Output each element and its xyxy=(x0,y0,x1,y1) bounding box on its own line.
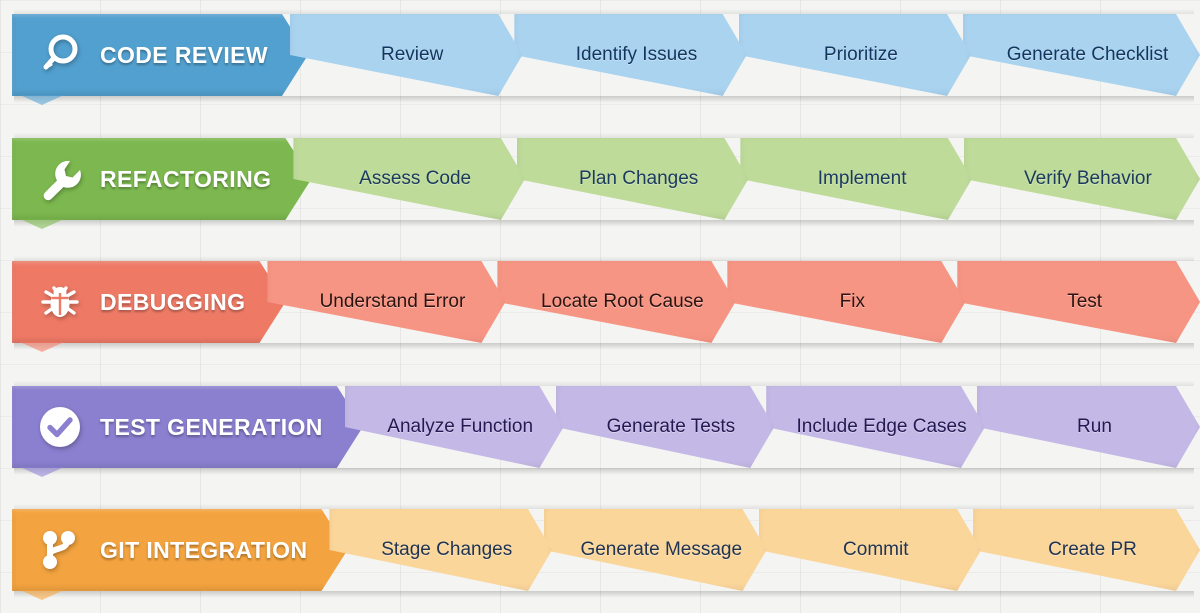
banner-fold xyxy=(20,467,64,477)
step-chevron[interactable]: Test xyxy=(957,261,1200,343)
row-header-git-integration[interactable]: GIT INTEGRATION xyxy=(12,509,347,600)
step-label: Prioritize xyxy=(823,44,898,65)
step-label: Generate Message xyxy=(580,539,743,560)
row-header-test-generation[interactable]: TEST GENERATION xyxy=(12,386,363,477)
step-chevron[interactable]: Assess Code xyxy=(293,138,525,220)
step-label: Understand Error xyxy=(319,291,466,312)
banner-fold xyxy=(20,342,64,352)
wrench-icon xyxy=(34,153,86,205)
header-banner[interactable]: REFACTORING xyxy=(12,138,311,220)
step-chevron[interactable]: Identify Issues xyxy=(514,14,746,96)
header-title: GIT INTEGRATION xyxy=(100,536,308,563)
step-label: Verify Behavior xyxy=(1024,168,1152,189)
steps-container: Analyze Function Generate Tests Include Ed… xyxy=(345,386,1200,468)
header-banner[interactable]: DEBUGGING xyxy=(12,261,285,343)
step-label: Plan Changes xyxy=(578,168,699,189)
step-chevron[interactable]: Understand Error xyxy=(267,261,505,343)
header-banner[interactable]: TEST GENERATION xyxy=(12,386,363,468)
step-label: Stage Changes xyxy=(381,539,513,560)
step-chevron[interactable]: Fix xyxy=(727,261,965,343)
step-label: Create PR xyxy=(1048,539,1137,560)
workflow-row-code-review: CODE REVIEW Review Identify Issues Prioriti… xyxy=(0,9,1200,105)
header-title: CODE REVIEW xyxy=(100,41,268,68)
step-label: Assess Code xyxy=(359,168,472,189)
step-label: Include Edge Cases xyxy=(796,416,967,437)
workflow-row-git-integration: GIT INTEGRATION Stage Changes Generate Mes… xyxy=(0,504,1200,600)
step-label: Analyze Function xyxy=(387,416,534,437)
step-label: Test xyxy=(1067,291,1103,312)
step-chevron[interactable]: Stage Changes xyxy=(329,509,552,591)
step-label: Run xyxy=(1077,416,1112,437)
header-banner[interactable]: GIT INTEGRATION xyxy=(12,509,347,591)
step-label: Identify Issues xyxy=(575,44,698,65)
step-chevron[interactable]: Plan Changes xyxy=(517,138,749,220)
step-chevron[interactable]: Generate Checklist xyxy=(963,14,1200,96)
step-chevron[interactable]: Analyze Function xyxy=(345,386,564,468)
step-label: Commit xyxy=(843,539,909,560)
magnifier-icon xyxy=(34,29,86,81)
header-title: TEST GENERATION xyxy=(100,413,323,440)
step-chevron[interactable]: Generate Tests xyxy=(556,386,775,468)
step-label: Generate Tests xyxy=(606,416,736,437)
step-chevron[interactable]: Verify Behavior xyxy=(964,138,1200,220)
row-header-code-review[interactable]: CODE REVIEW xyxy=(12,14,308,105)
steps-container: Understand Error Locate Root Cause Fix Test xyxy=(267,261,1200,343)
step-chevron[interactable]: Include Edge Cases xyxy=(766,386,985,468)
steps-container: Assess Code Plan Changes Implement Verify B… xyxy=(293,138,1200,220)
git-branch-icon xyxy=(34,524,86,576)
step-label: Locate Root Cause xyxy=(541,291,704,312)
row-header-debugging[interactable]: DEBUGGING xyxy=(12,261,285,352)
step-chevron[interactable]: Implement xyxy=(740,138,972,220)
step-label: Fix xyxy=(839,291,865,312)
step-chevron[interactable]: Commit xyxy=(759,509,982,591)
step-label: Generate Checklist xyxy=(1006,44,1169,65)
step-chevron[interactable]: Generate Message xyxy=(544,509,767,591)
header-banner[interactable]: CODE REVIEW xyxy=(12,14,308,96)
step-label: Review xyxy=(381,44,444,65)
banner-fold xyxy=(20,219,64,229)
workflow-row-refactoring: REFACTORING Assess Code Plan Changes Implem… xyxy=(0,133,1200,229)
workflow-row-debugging: DEBUGGING Understand Error Locate Root Cau… xyxy=(0,256,1200,352)
step-chevron[interactable]: Locate Root Cause xyxy=(497,261,735,343)
steps-container: Stage Changes Generate Message Commit Creat… xyxy=(329,509,1200,591)
workflow-row-test-generation: TEST GENERATION Analyze Function Generate … xyxy=(0,381,1200,477)
step-chevron[interactable]: Run xyxy=(977,386,1200,468)
step-chevron[interactable]: Prioritize xyxy=(739,14,971,96)
steps-container: Review Identify Issues Prioritize Generate … xyxy=(290,14,1200,96)
header-title: REFACTORING xyxy=(100,165,272,192)
bug-icon xyxy=(34,276,86,328)
step-chevron[interactable]: Review xyxy=(290,14,522,96)
step-label: Implement xyxy=(817,168,907,189)
check-circle-icon xyxy=(34,401,86,453)
banner-fold xyxy=(20,590,64,600)
row-header-refactoring[interactable]: REFACTORING xyxy=(12,138,311,229)
banner-fold xyxy=(20,95,64,105)
header-title: DEBUGGING xyxy=(100,288,246,315)
step-chevron[interactable]: Create PR xyxy=(973,509,1200,591)
